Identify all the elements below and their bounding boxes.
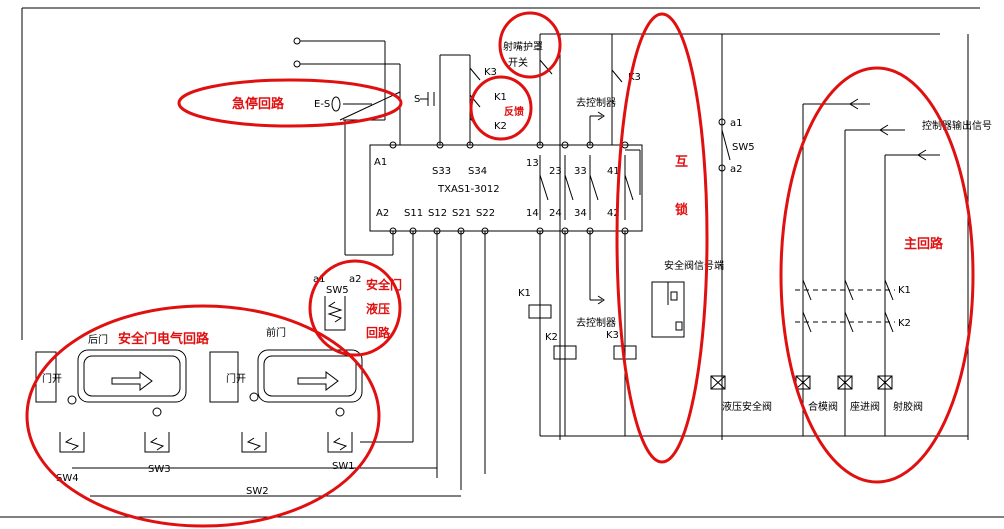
coil-k3-label: K3 xyxy=(606,330,619,341)
to-controller-bottom-label: 去控制器 xyxy=(576,316,616,329)
sw1-label: SW1 xyxy=(332,461,355,472)
sw4-label: SW4 xyxy=(56,473,79,484)
svg-text:SW5: SW5 xyxy=(326,285,349,296)
svg-text:S34: S34 xyxy=(468,166,487,177)
svg-text:S12: S12 xyxy=(428,208,447,219)
door-circuit: 后门 前门 门开 门开 SW4 SW3 SW2 SW1 xyxy=(35,231,486,497)
hydraulic-loop-ellipse xyxy=(308,259,402,357)
hydraulic-loop-label-3: 回路 xyxy=(366,325,391,340)
main-k1-label: K1 xyxy=(898,285,911,296)
sw5-right-a2: a2 xyxy=(730,164,743,175)
door-circuit-label: 安全门电气回路 xyxy=(118,331,210,347)
svg-text:A2: A2 xyxy=(376,208,389,219)
feedback-label: 反馈 xyxy=(504,105,524,118)
sw5-right: a1 SW5 a2 xyxy=(718,118,755,175)
nozzle-guard-switch: 射嘴护罩 开关 xyxy=(503,33,560,145)
emergency-stop-section: E-S xyxy=(293,37,401,145)
k3-top-label: K3 xyxy=(484,67,497,78)
feedback-ellipse xyxy=(469,75,533,141)
main-k2-label: K2 xyxy=(898,318,911,329)
relay-module: TXAS1-3012 A1 S33 S34 13 23 33 41 A2 S11… xyxy=(369,141,643,235)
hydraulic-loop-label-2: 液压 xyxy=(366,301,390,316)
svg-text:A1: A1 xyxy=(374,157,387,168)
door-open-right: 门开 xyxy=(226,372,246,385)
controller-output-label: 控制器输出信号 xyxy=(922,119,992,132)
main-loop-label: 主回路 xyxy=(904,236,944,252)
nozzle-switch-ellipse xyxy=(498,11,562,79)
main-loop-ellipse xyxy=(779,66,975,484)
valve-injection-label: 射胶阀 xyxy=(893,400,923,413)
coil-k1-label: K1 xyxy=(518,288,531,299)
valve-seat-in-label: 座进阀 xyxy=(850,400,880,413)
svg-text:14: 14 xyxy=(526,208,539,219)
module-name: TXAS1-3012 xyxy=(437,184,500,195)
frame xyxy=(0,7,1004,518)
coil-k2-label: K2 xyxy=(545,332,558,343)
interlock-ellipse xyxy=(615,12,709,464)
svg-text:42: 42 xyxy=(607,208,620,219)
rear-door-label: 后门 xyxy=(88,333,108,346)
k2-feedback-label: K2 xyxy=(494,121,507,132)
estop-loop-label: 急停回路 xyxy=(232,96,285,112)
safety-valve-signal-label: 安全阀信号端 xyxy=(664,259,724,272)
k1-feedback-label: K1 xyxy=(494,92,507,103)
sw3-label: SW3 xyxy=(148,464,171,475)
hydraulic-loop-label-1: 安全门 xyxy=(366,277,402,292)
svg-text:S33: S33 xyxy=(432,166,451,177)
svg-text:13: 13 xyxy=(526,158,539,169)
estop-switch-label: E-S xyxy=(314,99,330,110)
front-door-label: 前门 xyxy=(266,326,286,339)
valve-close-mold-label: 合模阀 xyxy=(808,400,838,413)
controller-top: 去控制器 xyxy=(576,96,616,145)
svg-text:S11: S11 xyxy=(404,208,423,219)
svg-text:23: 23 xyxy=(549,166,562,177)
svg-text:a2: a2 xyxy=(349,274,362,285)
interlock-label-2: 锁 xyxy=(675,202,688,218)
svg-text:33: 33 xyxy=(574,166,587,177)
svg-text:41: 41 xyxy=(607,166,620,177)
k3-right-label: K3 xyxy=(628,72,641,83)
relay-coils: K1 K2 K3 去控制器 xyxy=(518,231,637,436)
svg-text:S21: S21 xyxy=(452,208,471,219)
safety-valve-signal: 安全阀信号端 xyxy=(651,259,724,338)
to-controller-top-label: 去控制器 xyxy=(576,96,616,109)
svg-text:S22: S22 xyxy=(476,208,495,219)
interlock-label-1: 互 xyxy=(675,155,688,170)
main-rails xyxy=(540,33,969,440)
door-open-left: 门开 xyxy=(42,372,62,385)
svg-text:34: 34 xyxy=(574,208,587,219)
sw5-right-a1: a1 xyxy=(730,118,743,129)
k3-right-contact: K3 xyxy=(611,34,641,145)
valves: 液压安全阀 合模阀 座进阀 射胶阀 xyxy=(710,375,923,413)
estop-loop-ellipse xyxy=(177,78,403,128)
svg-text:24: 24 xyxy=(549,208,562,219)
nozzle-switch-label-1: 射嘴护罩 xyxy=(503,40,543,53)
nozzle-switch-label-2: 开关 xyxy=(508,56,528,69)
sw5-right-label: SW5 xyxy=(732,142,755,153)
sw2-label: SW2 xyxy=(246,486,269,497)
door-circuit-ellipse xyxy=(25,304,381,528)
main-loop: 控制器输出信号 K1 K2 xyxy=(795,98,992,436)
valve-hydraulic-label: 液压安全阀 xyxy=(722,400,772,413)
red-annotations: 急停回路 反馈 互 锁 主回路 安全门 液压 回路 安全门电气回路 xyxy=(25,11,975,528)
s-label: S xyxy=(414,94,420,105)
